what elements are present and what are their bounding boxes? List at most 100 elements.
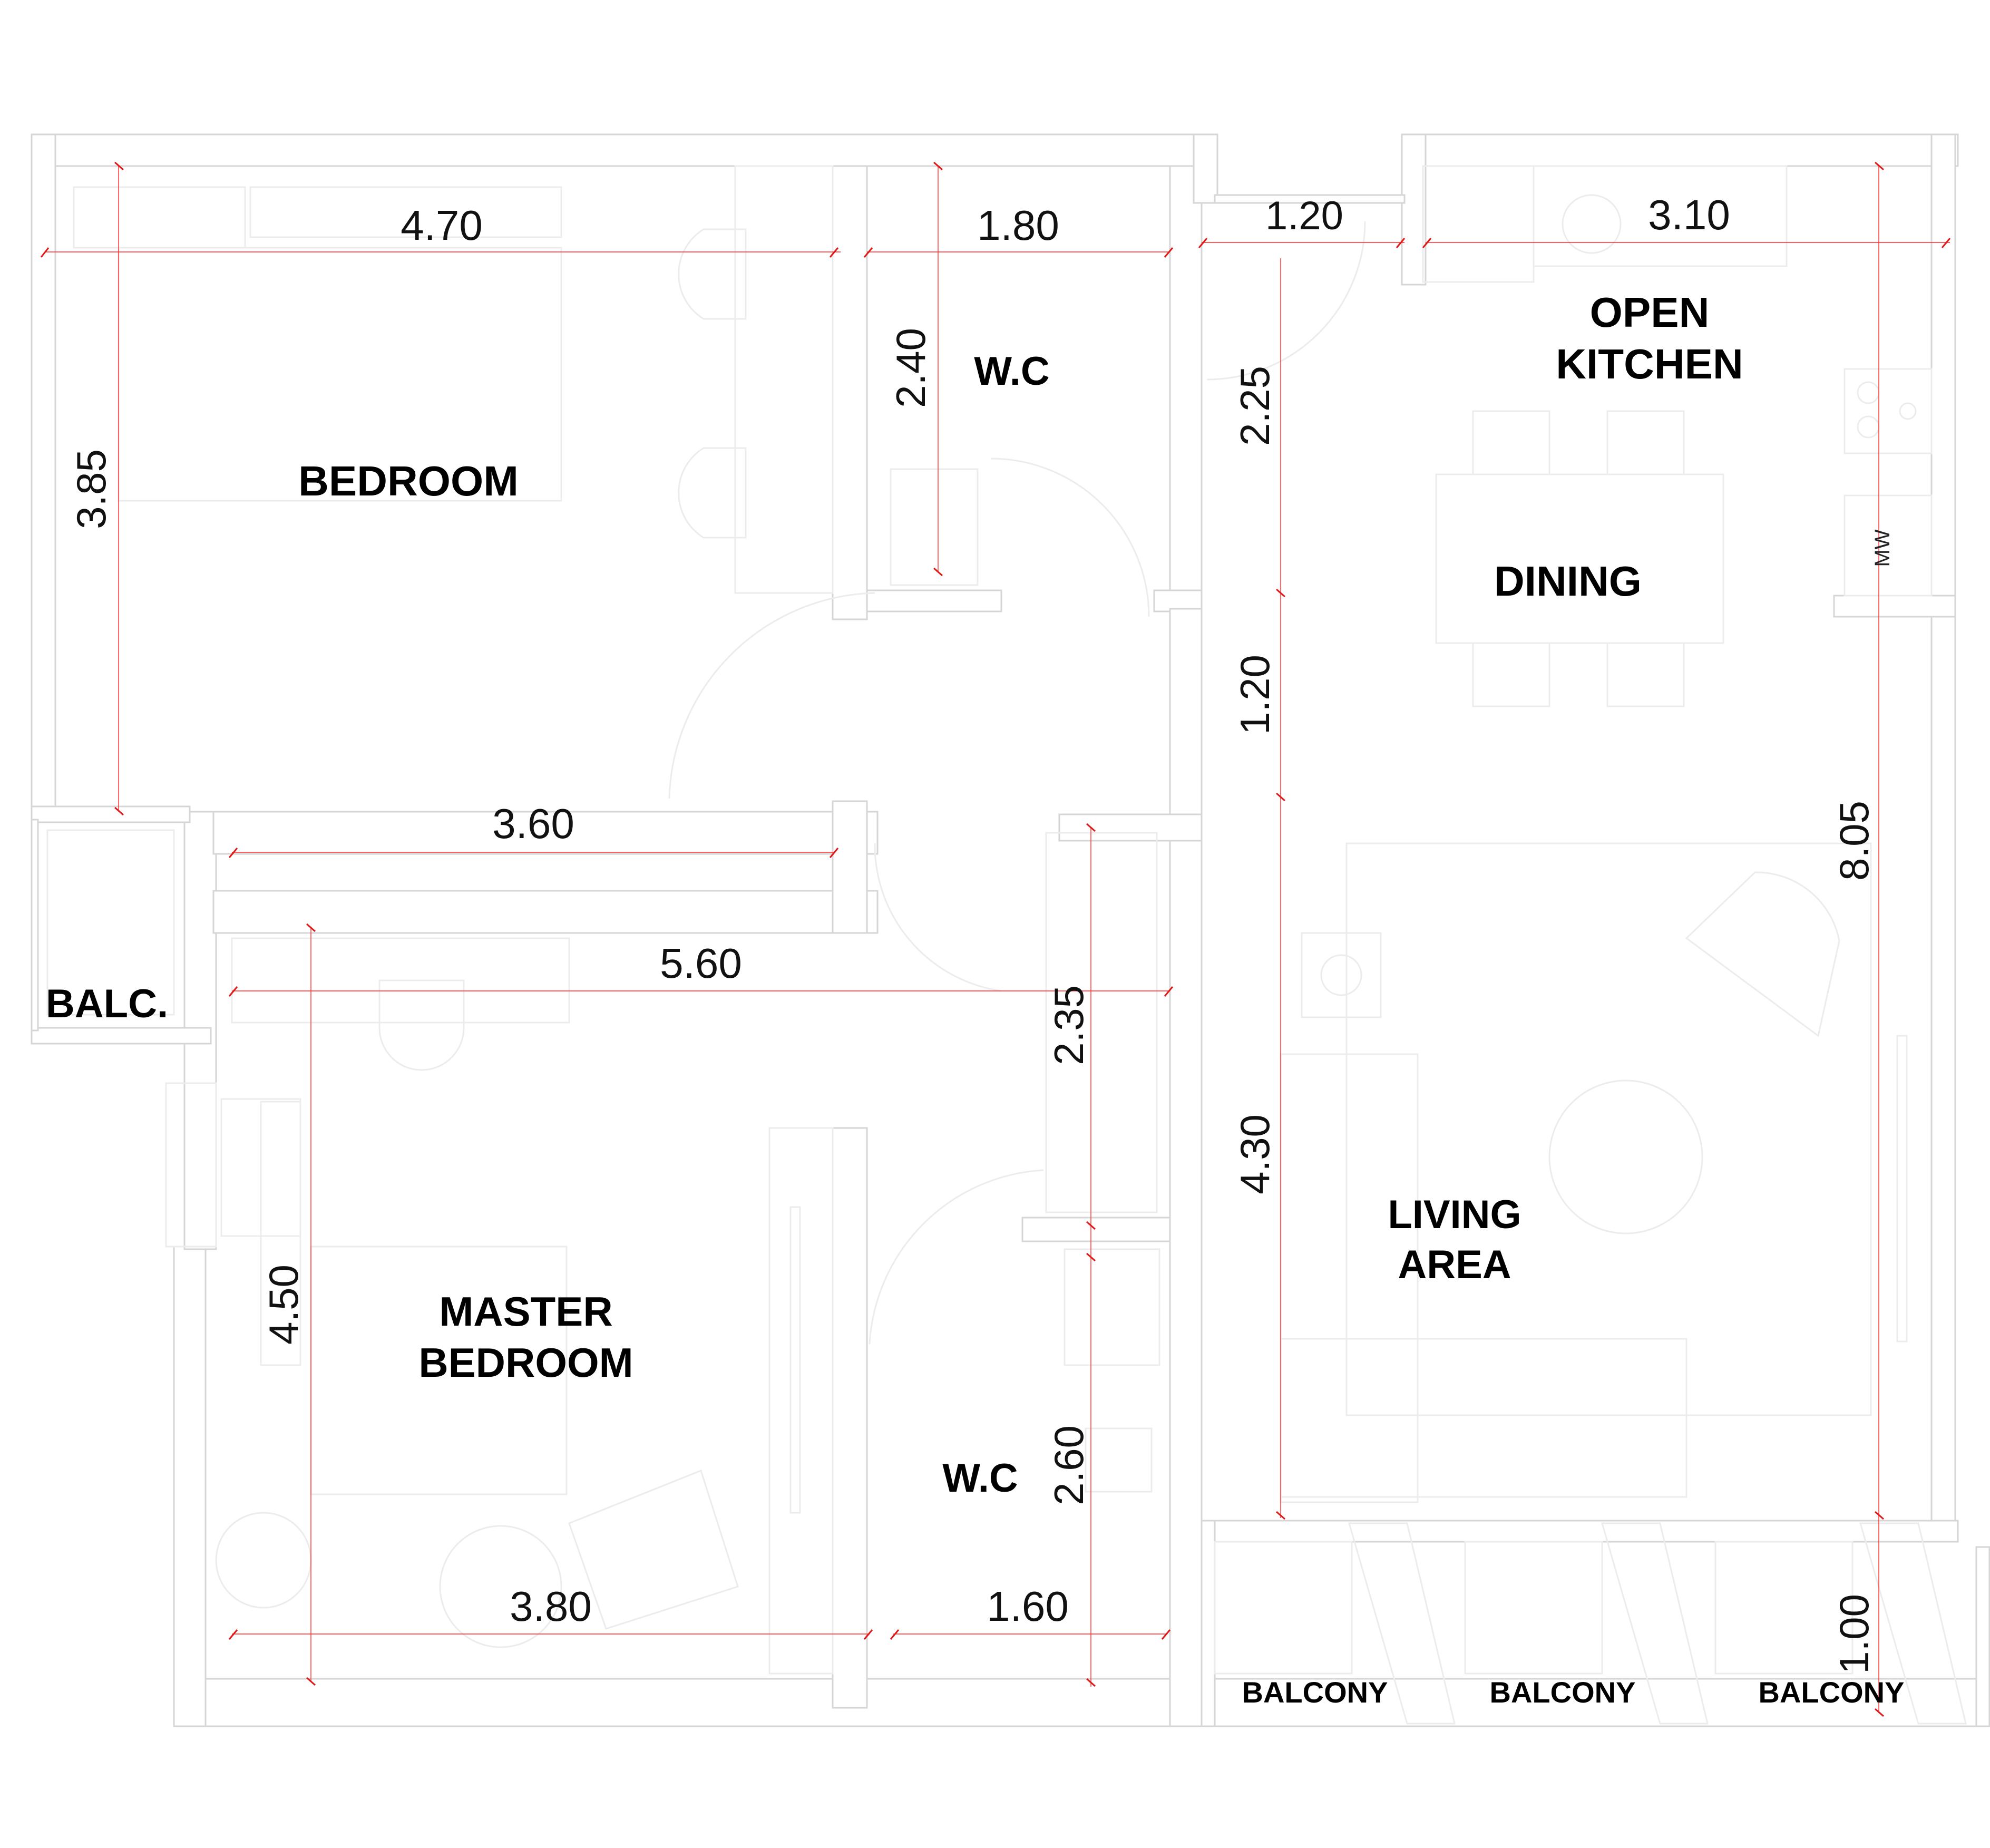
living-rug — [1345, 842, 1872, 1416]
tick — [1276, 1511, 1285, 1520]
master-wc-partition — [832, 1127, 868, 1709]
balcony-2-deck — [1464, 1541, 1603, 1675]
tick — [114, 161, 124, 171]
master-lounge-chair — [568, 1470, 739, 1630]
balcony-right — [1975, 1546, 1990, 1727]
dining-chair-1 — [1472, 410, 1550, 475]
tick — [1086, 1678, 1096, 1687]
tick — [933, 161, 943, 171]
living-coffee-table — [1548, 1079, 1703, 1234]
tick — [933, 567, 943, 577]
tick — [40, 247, 50, 258]
dim-master-width: 3.80 — [510, 1583, 592, 1630]
tick — [1396, 238, 1406, 248]
balc-left-rail — [31, 819, 39, 1032]
wc2-basin — [1064, 1248, 1160, 1366]
hob-burner-2 — [1857, 415, 1880, 439]
wc2-top-stub — [1058, 813, 1203, 842]
living-lamp-table — [1301, 932, 1382, 1018]
tick — [306, 923, 316, 932]
door-left-jamb — [1193, 133, 1218, 204]
bedroom-door-swing — [668, 592, 875, 799]
dining-chair-3 — [1472, 642, 1550, 707]
tick — [228, 848, 238, 858]
tick — [1875, 161, 1884, 171]
right-wall — [1930, 133, 1956, 1524]
balc-top-rail — [31, 805, 191, 823]
master-round-table — [439, 1525, 562, 1648]
central-wall — [1169, 608, 1203, 1727]
room-label-balcony-1: BALCONY — [1242, 1676, 1388, 1709]
dim-bed-depth: 3.85 — [68, 449, 114, 529]
balcony-3-deck — [1714, 1541, 1854, 1675]
wc-bottom-stub — [866, 589, 1002, 612]
room-label-master: MASTER — [439, 1288, 612, 1335]
dimension-labels: 4.70 1.80 1.20 3.10 3.60 5.60 3.80 1.60 … — [68, 191, 1877, 1674]
dim-wc2-depth: 2.60 — [1046, 1425, 1092, 1505]
bedroom-shelf-1 — [73, 186, 246, 249]
tick — [863, 1629, 873, 1640]
kitchen-sink-cabinet — [1422, 165, 1535, 283]
tick — [1198, 238, 1208, 248]
bedroom-wc-partition — [832, 165, 868, 620]
wc2-divider — [1021, 1217, 1171, 1242]
wc-door-stub — [1153, 589, 1203, 612]
balcony-1-deck — [1214, 1541, 1353, 1675]
tick — [114, 806, 124, 816]
master-wardrobe — [768, 1127, 834, 1675]
tick — [1276, 792, 1285, 802]
master-wardrobe-door — [789, 1206, 801, 1514]
room-label-balc: BALC. — [46, 981, 168, 1026]
balcony-left — [1201, 1520, 1216, 1727]
bedroom-shelf-2 — [249, 186, 562, 238]
tick — [306, 1677, 316, 1686]
room-label-open: OPEN — [1590, 289, 1710, 336]
dim-master-span: 5.60 — [660, 940, 742, 987]
dim-hall-depth: 1.20 — [1232, 655, 1278, 735]
dining-table — [1435, 473, 1724, 644]
living-sofa-2 — [1280, 1338, 1687, 1498]
room-label-bedroom: BEDROOM — [298, 458, 519, 504]
tick — [1422, 238, 1432, 248]
tick — [1875, 1511, 1884, 1520]
dim-door-width: 1.20 — [1265, 193, 1343, 238]
left-wall-lower — [173, 1246, 207, 1727]
dim-wc-depth: 2.40 — [887, 328, 934, 408]
dim-kitchen-depth: 2.25 — [1232, 366, 1278, 446]
dim-wc2-width: 1.60 — [987, 1583, 1069, 1630]
tick — [1086, 823, 1096, 832]
microwave-label: MW — [1871, 529, 1894, 567]
bedroom-chair-1 — [678, 228, 747, 320]
entry-threshold — [1214, 194, 1406, 204]
dim-living-depth: 4.30 — [1232, 1114, 1278, 1194]
wc-top-basin — [890, 468, 979, 586]
master-side-table — [215, 1512, 312, 1609]
dim-wc2-upper: 2.35 — [1046, 985, 1092, 1065]
living-tv — [1896, 1035, 1908, 1343]
top-wall-left — [31, 133, 1195, 167]
tick — [1161, 1629, 1171, 1640]
tick — [228, 1629, 238, 1640]
balc-deck — [46, 829, 175, 1016]
top-wall-right — [1401, 133, 1959, 167]
tick — [1086, 1252, 1096, 1262]
corridor-end — [832, 800, 868, 934]
kitchen-counter-top — [1533, 165, 1788, 267]
living-armchair — [1685, 871, 1840, 1037]
wc2-door-swing — [869, 1169, 1044, 1345]
kitchen-hob — [1843, 368, 1933, 454]
wc-door-swing — [990, 458, 1150, 617]
living-sofa — [1280, 1053, 1419, 1503]
master-door-swing — [874, 843, 1002, 992]
room-label-balcony-3: BALCONY — [1759, 1676, 1905, 1709]
balcony-2-fin — [1601, 1522, 1709, 1725]
dimension-ticks — [40, 161, 1951, 1717]
hob-burner-3 — [1899, 402, 1917, 420]
microwave-cabinet — [1843, 494, 1933, 597]
dim-wc-width: 1.80 — [977, 202, 1059, 249]
room-label-master-bedroom: BEDROOM — [418, 1339, 633, 1386]
room-label-wc-bottom: W.C — [942, 1456, 1018, 1501]
wc-hall-partition — [1169, 165, 1203, 620]
master-headboard-shelf — [231, 937, 570, 1024]
tick — [1941, 238, 1951, 248]
